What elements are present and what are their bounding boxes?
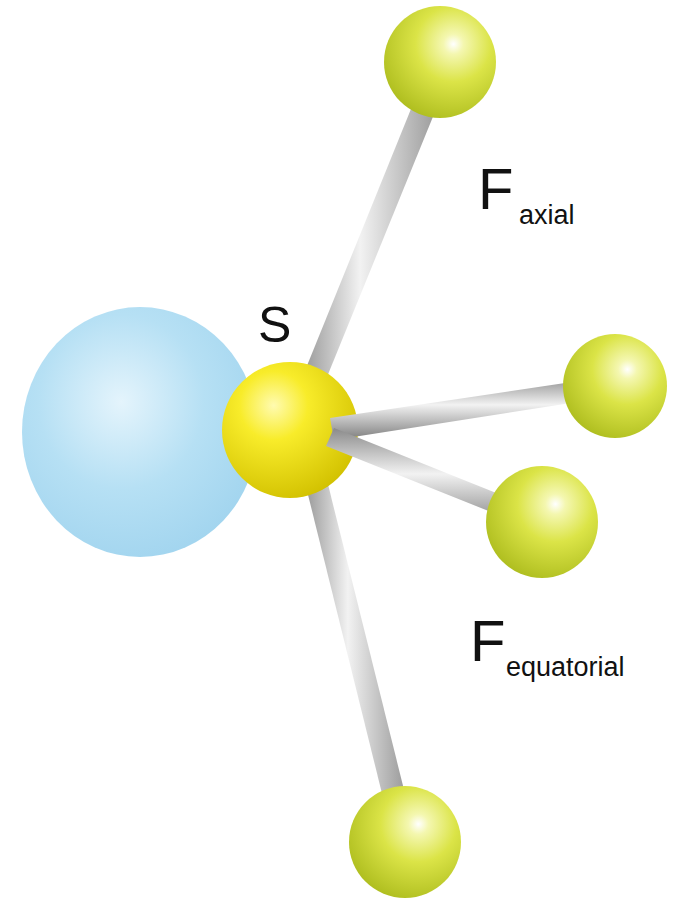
fluorine-atom: [486, 466, 598, 578]
atom-label: F: [470, 612, 505, 670]
position-subscript: axial: [519, 202, 575, 229]
atom-label: S: [258, 300, 291, 350]
fluorine-atom: [384, 6, 496, 118]
atom-label: F: [478, 160, 513, 218]
fluorine-atom: [563, 334, 667, 438]
position-subscript: equatorial: [506, 654, 625, 681]
fluorine-atom: [349, 786, 461, 898]
